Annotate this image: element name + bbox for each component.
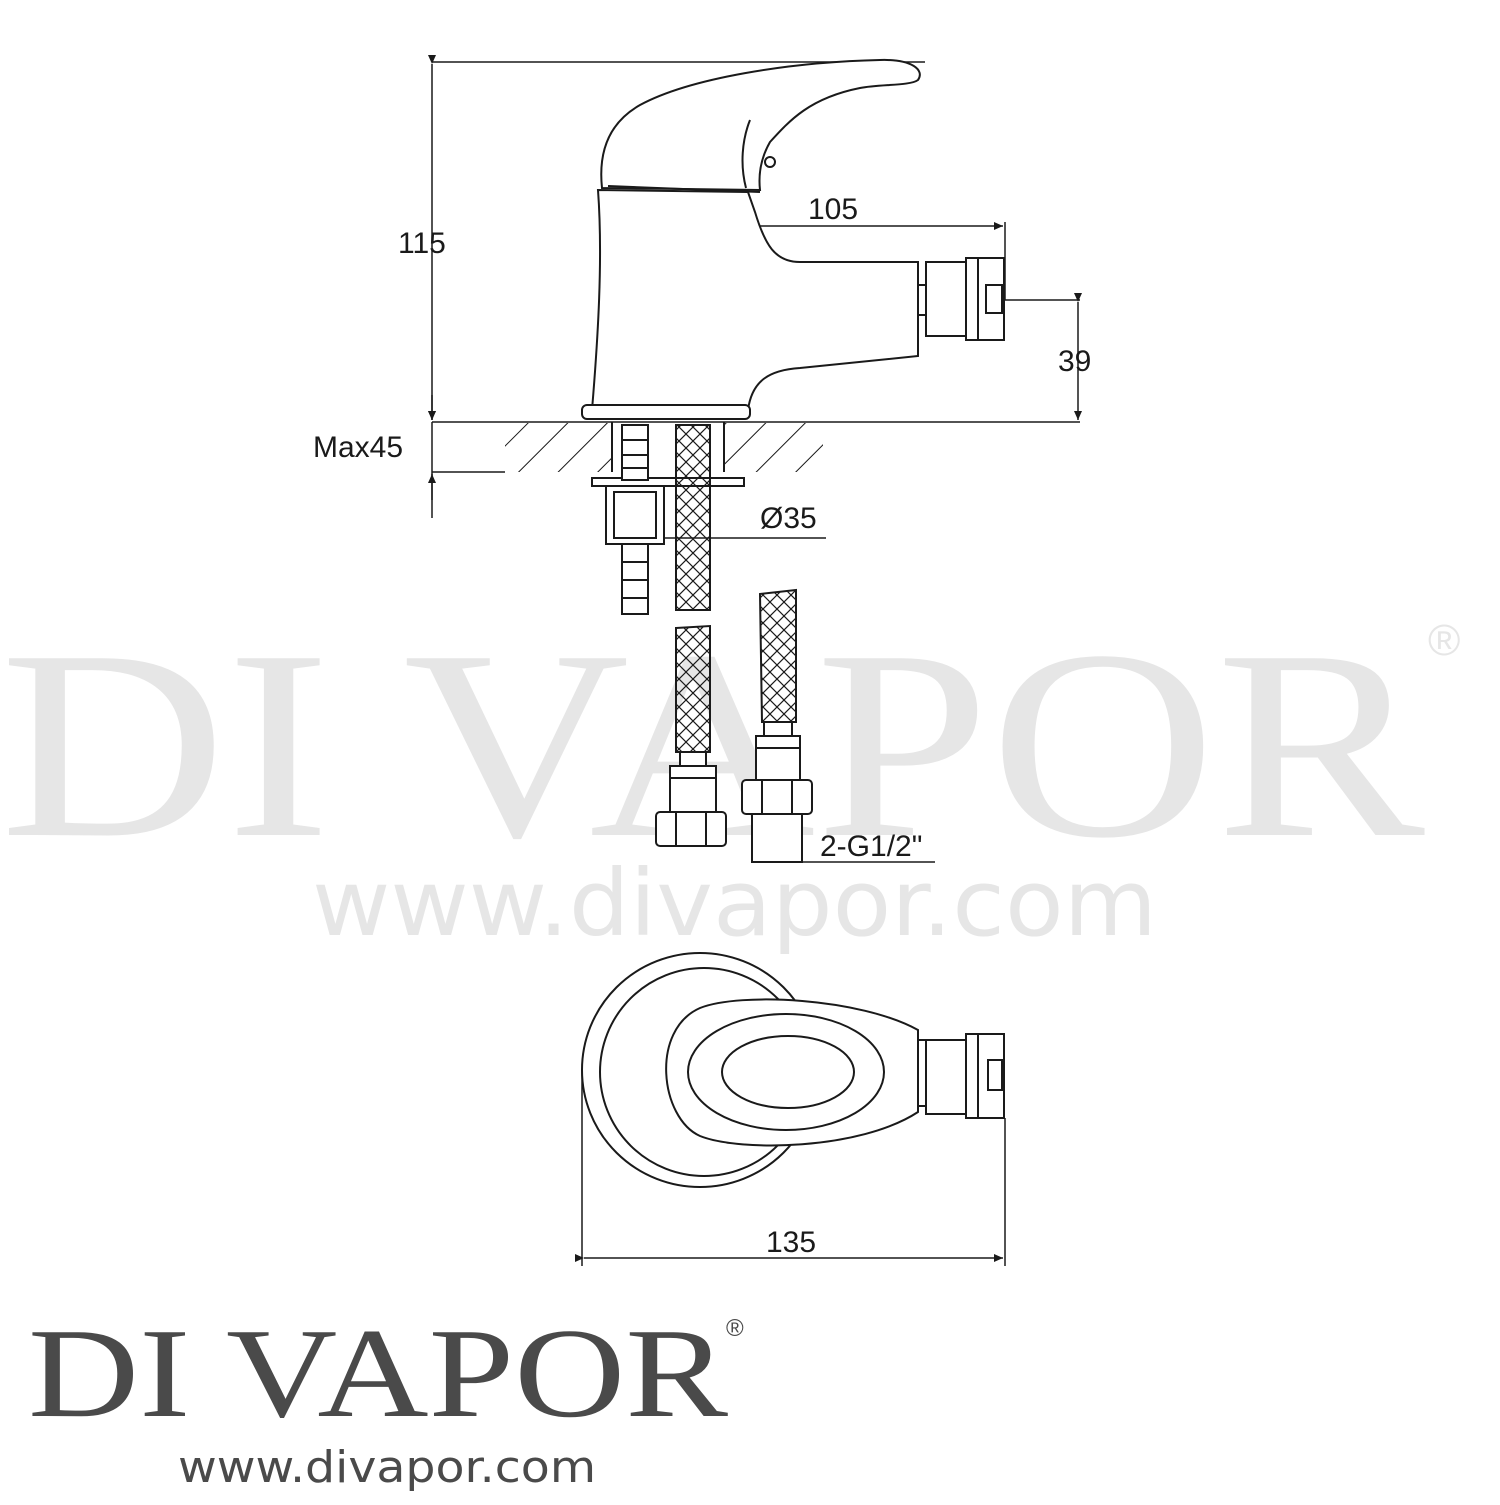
lever-screw: [764, 156, 776, 168]
hose-2-nut: [741, 779, 813, 815]
side-view: [428, 55, 1082, 863]
dimension-labels: 115 105 39 Max45 Ø35 2-G1/2" 135: [313, 193, 1091, 1259]
label-39: 39: [1058, 345, 1091, 378]
outlet-nut: [925, 261, 967, 337]
watermark-url: www.divapor.com: [312, 850, 1157, 957]
label-max45: Max45: [313, 431, 403, 464]
logo-url: www.divapor.com: [178, 1442, 596, 1493]
top-outlet-nozzle: [987, 1059, 1003, 1091]
brand-logo: DI VAPOR ® www.divapor.com: [28, 1302, 744, 1493]
hose-2-collar: [755, 735, 801, 781]
hose-1-lower: [675, 624, 711, 753]
washer: [591, 477, 745, 487]
outlet-stub: [917, 284, 927, 316]
base-flange: [581, 404, 751, 420]
hose-2-fitting: [751, 813, 803, 863]
top-outlet-nut: [925, 1039, 967, 1115]
hose-2-ferrule: [763, 721, 793, 737]
lever-base-line: [607, 185, 761, 193]
label-135: 135: [766, 1226, 816, 1259]
top-outlet-stub: [917, 1039, 927, 1107]
label-diameter-35: Ø35: [760, 502, 817, 535]
label-115: 115: [398, 227, 446, 260]
hose-1-ferrule: [679, 751, 707, 767]
hose-1-nut: [655, 811, 727, 847]
logo-registered-mark: ®: [726, 1315, 744, 1342]
top-view: [575, 952, 1006, 1266]
hose-2-upper: [758, 588, 797, 723]
watermark-registered-mark: ®: [1428, 616, 1460, 665]
fixing-nut-inner: [613, 491, 657, 539]
top-lever-pad: [721, 1035, 855, 1109]
label-connection: 2-G1/2": [820, 830, 922, 863]
hose-1-upper: [675, 424, 711, 611]
watermark: DI VAPOR ® www.divapor.com: [0, 595, 1460, 957]
label-105: 105: [808, 193, 858, 226]
hose-1-collar: [669, 765, 717, 813]
lever-handle: [600, 58, 921, 192]
logo-brand: DI VAPOR: [28, 1302, 729, 1444]
outlet-nozzle: [985, 284, 1003, 314]
threaded-stud-upper: [621, 424, 649, 481]
lever-detail-line: [741, 119, 751, 189]
faucet-body: [590, 188, 919, 411]
